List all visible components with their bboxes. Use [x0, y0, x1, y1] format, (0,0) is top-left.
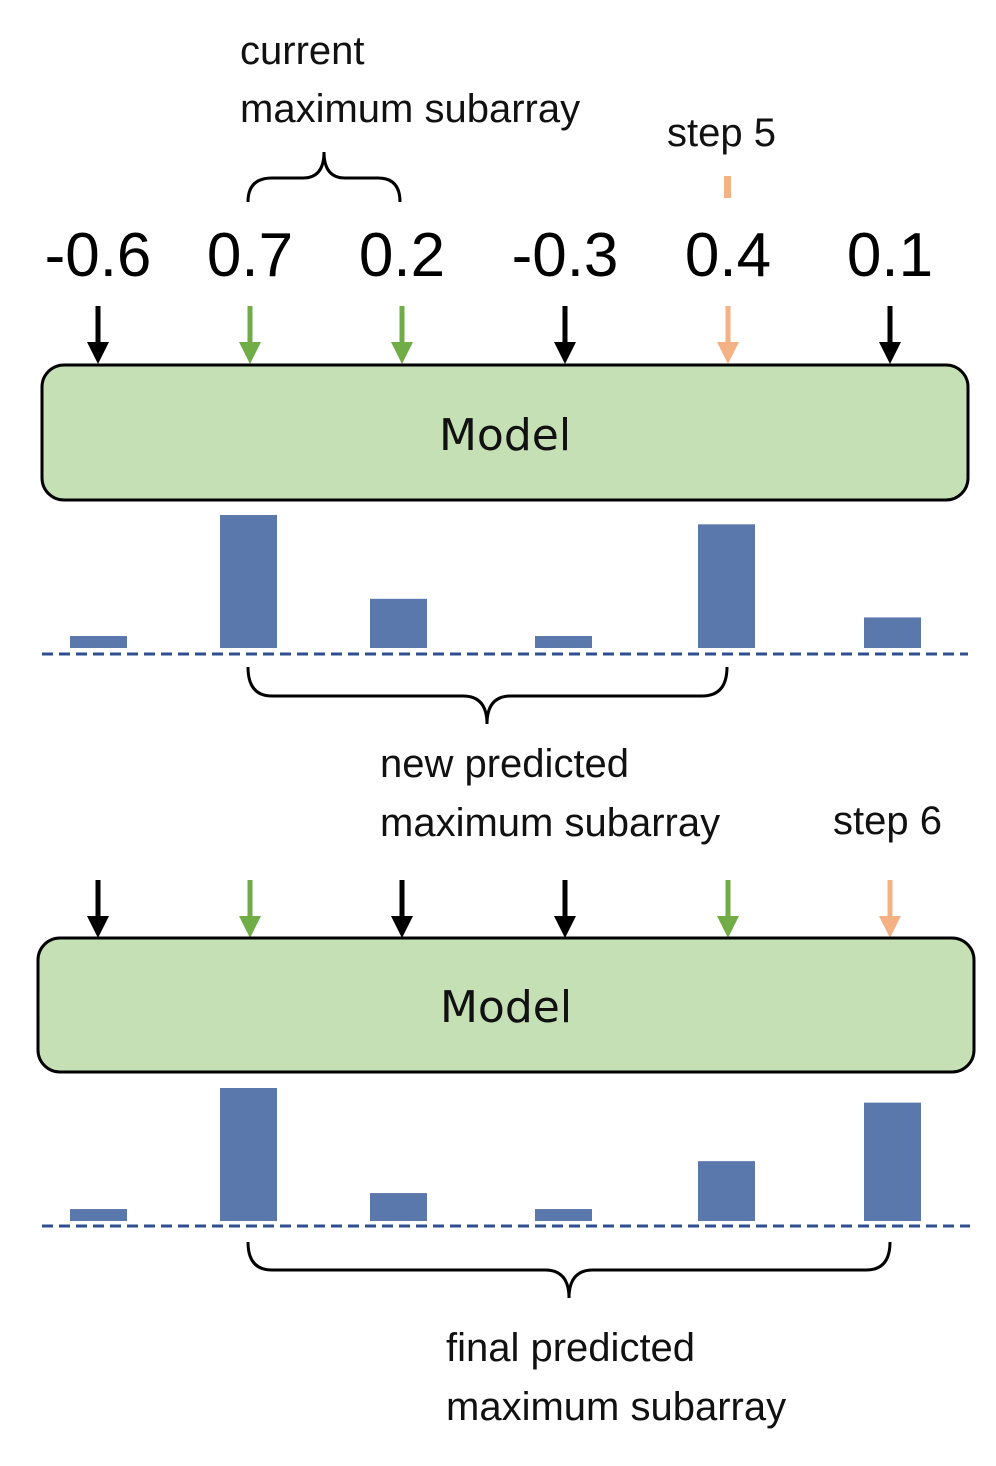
model2-label: Model [440, 982, 572, 1033]
input-arrow [717, 880, 739, 938]
arrow-head [239, 342, 261, 364]
final-label-line2: maximum subarray [446, 1385, 786, 1429]
model2-box [36, 936, 976, 1074]
output-bar [220, 515, 277, 648]
step6-label: step 6 [833, 799, 942, 843]
output-bar [535, 636, 592, 648]
sequence-value: 0.4 [685, 221, 771, 290]
sequence-value: 0.1 [847, 221, 933, 290]
arrow-head [87, 342, 109, 364]
output-bar [535, 1209, 592, 1221]
arrow-head [879, 916, 901, 938]
model1-label: Model [439, 410, 571, 461]
output-bar [370, 1193, 427, 1221]
input-arrow [554, 880, 576, 938]
arrow-head [391, 916, 413, 938]
final-label-line1: final predicted [446, 1326, 695, 1370]
output-bar [370, 598, 427, 648]
input-arrow [239, 880, 261, 938]
input-arrow [239, 306, 261, 364]
input-arrow [87, 306, 109, 364]
input-arrow [879, 880, 901, 938]
final-subarray-brace [246, 1241, 892, 1299]
new-label-line1: new predicted [380, 742, 629, 786]
sequence-value: -0.6 [45, 221, 152, 290]
arrow-head [391, 342, 413, 364]
arrow-head [879, 342, 901, 364]
model1-output-bars [70, 515, 921, 648]
output-bar [864, 1102, 921, 1221]
input-arrow [391, 306, 413, 364]
sequence-values: -0.6 0.7 0.2 -0.3 0.4 0.1 [45, 221, 934, 290]
arrow-head [239, 916, 261, 938]
new-subarray-brace [246, 666, 729, 725]
input-arrow [717, 306, 739, 364]
arrow-head [717, 342, 739, 364]
current-label-line2: maximum subarray [240, 87, 580, 131]
current-label-line1: current [240, 29, 365, 73]
output-bar [698, 1161, 755, 1221]
step5-label: step 5 [667, 111, 776, 155]
sequence-value: 0.7 [207, 221, 293, 290]
new-label-line2: maximum subarray [380, 801, 720, 845]
arrow-head [87, 916, 109, 938]
sequence-value: 0.2 [359, 221, 445, 290]
current-subarray-brace [246, 151, 402, 203]
arrow-head [717, 916, 739, 938]
output-bar [698, 524, 755, 648]
input-arrow [554, 306, 576, 364]
input-arrow [87, 880, 109, 938]
input-arrow [879, 306, 901, 364]
output-bar [220, 1088, 277, 1221]
model1-input-arrows [87, 306, 901, 364]
output-bar [70, 636, 127, 648]
model2-input-arrows [87, 880, 901, 938]
sequence-value: -0.3 [512, 221, 619, 290]
output-bar [70, 1209, 127, 1221]
arrow-head [554, 342, 576, 364]
model2-output-bars [70, 1088, 921, 1221]
input-arrow [391, 880, 413, 938]
model1-box [40, 363, 970, 502]
output-bar [864, 617, 921, 648]
arrow-head [554, 916, 576, 938]
step5-marker [724, 176, 731, 198]
